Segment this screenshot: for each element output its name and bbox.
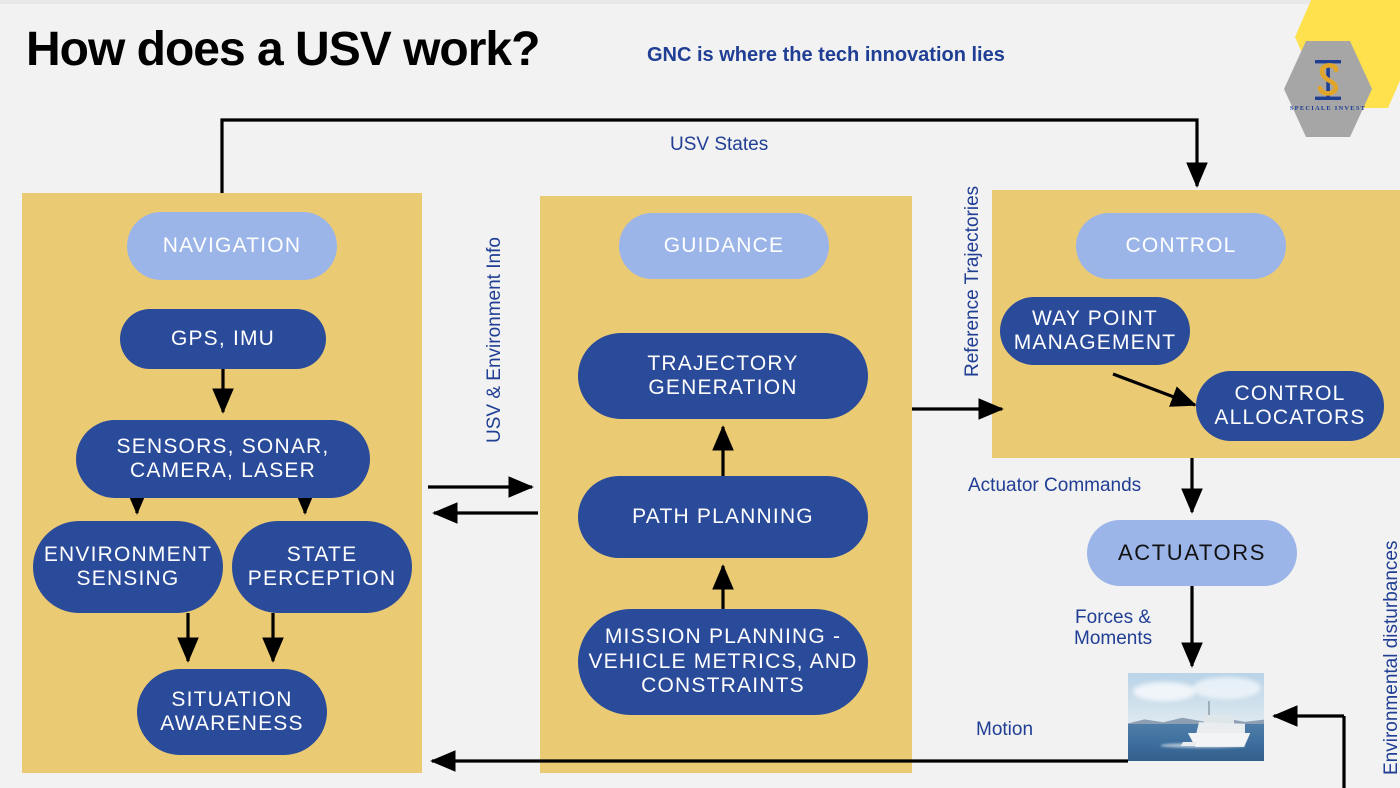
vessel-cloud — [1193, 676, 1262, 700]
actuators-pill[interactable]: ACTUATORS — [1087, 520, 1297, 586]
logo: SPECIALE INVEST — [1281, 0, 1400, 140]
vessel-hills — [1128, 717, 1264, 728]
vessel-cloud — [1133, 681, 1196, 702]
navigation-header-pill[interactable]: NAVIGATION — [127, 212, 337, 280]
guidance-item-path-planning[interactable]: PATH PLANNING — [578, 476, 868, 558]
vessel-hull — [1187, 732, 1251, 747]
guidance-header-pill[interactable]: GUIDANCE — [619, 213, 829, 279]
guidance-item-mission-planning[interactable]: MISSION PLANNING - VEHICLE METRICS, AND … — [578, 609, 868, 715]
navigation-item-state-perception[interactable]: STATE PERCEPTION — [232, 521, 412, 613]
control-header-pill[interactable]: CONTROL — [1076, 213, 1286, 279]
vessel-mast — [1208, 701, 1210, 717]
top-strip — [0, 0, 1400, 4]
logo-monogram-icon — [1284, 52, 1372, 108]
signal-label-usv-states: USV States — [670, 134, 769, 155]
vessel-bow — [1181, 741, 1197, 746]
signal-label-motion: Motion — [976, 719, 1034, 740]
guidance-item-trajectory-generation[interactable]: TRAJECTORY GENERATION — [578, 333, 868, 419]
signal-label-actuator-commands: Actuator Commands — [968, 475, 1142, 496]
vessel-deck — [1196, 722, 1245, 735]
signal-label-forces-moments: Forces & Moments — [1074, 607, 1153, 650]
page-subtitle: GNC is where the tech innovation lies — [647, 44, 1005, 66]
navigation-item-environment-sensing[interactable]: ENVIRONMENT SENSING — [33, 521, 223, 613]
control-item-way-point-management[interactable]: WAY POINT MANAGEMENT — [1000, 297, 1190, 365]
navigation-item-sensors[interactable]: SENSORS, SONAR, CAMERA, LASER — [76, 420, 370, 498]
signal-label-usv-environment-info: USV & Environment Info — [484, 237, 505, 443]
navigation-item-gps-imu[interactable]: GPS, IMU — [120, 309, 326, 369]
logo-wordmark: SPECIALE INVEST — [1289, 105, 1367, 112]
usv-vessel-image — [1128, 673, 1264, 761]
signal-label-reference-trajectories: Reference Trajectories — [962, 185, 983, 377]
vessel-cabin — [1204, 715, 1235, 725]
navigation-item-situation-awareness[interactable]: SITUATION AWARENESS — [137, 669, 327, 755]
control-item-control-allocators[interactable]: CONTROL ALLOCATORS — [1196, 371, 1384, 441]
signal-label-environmental-disturbances: Environmental disturbances — [1381, 540, 1400, 775]
page-title: How does a USV work? — [26, 23, 540, 76]
